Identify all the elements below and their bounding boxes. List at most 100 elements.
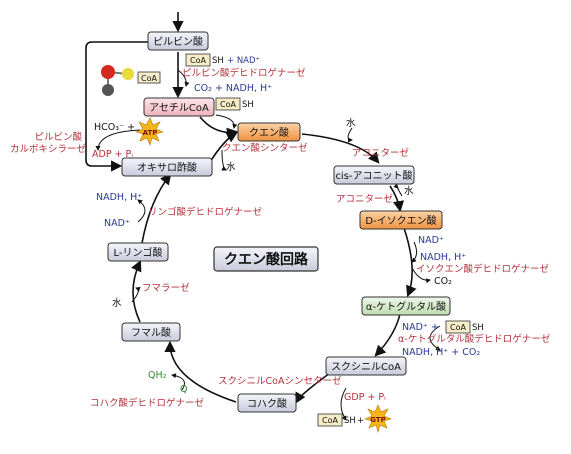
idh-nadh-text: NADH, H⁺ (420, 252, 466, 263)
box-fumarate: フマル酸 (121, 322, 181, 342)
citrate-label: クエン酸 (249, 126, 289, 139)
cycle-arrows (131, 131, 417, 404)
aconitase-water-out: 水 (346, 117, 356, 129)
box-succinyl-coa: スクシニルCoA (325, 356, 407, 376)
box-oxaloacetate: オキサロ酢酸 (121, 157, 213, 177)
box-succinate: コハク酸 (237, 393, 297, 413)
oxaloacetate-label: オキサロ酢酸 (137, 161, 197, 174)
arrow-malate-to-oxaloacetate (141, 173, 172, 244)
aconitase-label-1: アコニターゼ (352, 147, 410, 159)
pdh-cofactors: CoA SH + NAD⁺ ピルビン酸デヒドロゲナーゼ CO₂ + NADH, … (182, 53, 306, 94)
coa-release-arrow (215, 114, 238, 129)
mdh-enzyme-label: リンゴ酸デヒドロゲナーゼ (148, 206, 263, 218)
sdh-side-arrow (171, 373, 185, 391)
atp-text: ATP (143, 129, 158, 137)
carboxylase-label-1: ピルビン酸 (34, 131, 82, 143)
arrow-fumarate-to-malate (131, 259, 142, 323)
carboxylase-side-arrow (95, 129, 141, 151)
akgdh-enzyme-label: α-ケトグルタル酸デヒドロゲナーゼ (398, 333, 551, 345)
entry-arrows (85, 12, 239, 172)
cycle-title: クエン酸回路 (213, 246, 319, 272)
scs-enzyme-label: スクシニルCoAシンセターゼ (218, 375, 342, 387)
adp-pi-text: ADP + Pᵢ (92, 149, 133, 160)
scs-side-arrow (340, 387, 347, 421)
idh-enzyme-label: イソクエン酸デヒドロゲナーゼ (416, 263, 550, 275)
idh-co2-arrow (411, 267, 431, 284)
cycle-title-text: クエン酸回路 (224, 251, 309, 268)
pdh-sh-text: SH (212, 56, 224, 66)
akgdh-sh-text: SH (472, 323, 484, 333)
arrow-pyruvate-to-oxaloacetate (85, 41, 148, 172)
fumarate-label: フマル酸 (131, 326, 171, 339)
akgdh-group: NAD⁺ + CoA SH α-ケトグルタル酸デヒドロゲナーゼ NADH, H⁺… (398, 320, 551, 358)
box-akg: α-ケトグルタル酸 (361, 296, 451, 316)
pdh-products-text: CO₂ + NADH, H⁺ (194, 83, 272, 94)
scs-products: CoA SH + (317, 413, 364, 427)
citrate-synthase-water-arrow (221, 149, 227, 171)
scs-gdp-text: GDP + Pᵢ (344, 392, 386, 403)
mdh-nadh-text: NADH, H⁺ (96, 192, 142, 203)
idh-co2-text: CO₂ (434, 276, 452, 287)
pdh-nad-text: + NAD⁺ (227, 56, 260, 66)
gtp-text: GTP (370, 416, 386, 424)
pdh-enzyme-label: ピルビン酸デヒドロゲナーゼ (182, 67, 306, 79)
akg-label: α-ケトグルタル酸 (366, 300, 446, 313)
succinate-label: コハク酸 (247, 397, 287, 410)
cis-aconitate-label: cis-アコニット酸 (335, 169, 412, 182)
fumarase-label: フマラーゼ (142, 282, 190, 294)
arrow-succinate-to-fumarate (164, 340, 237, 403)
box-malate: L-リンゴ酸 (107, 242, 169, 262)
carboxylase-label-2: カルボキシラーゼ (10, 143, 87, 155)
sdh-qh2-text: QH₂ (148, 370, 167, 381)
citrate-synthase-label: クエン酸シンターゼ (222, 142, 308, 154)
mdh-side-arrow (137, 199, 146, 223)
citrate-synthase-water: 水 (226, 161, 236, 173)
pyruvate-label: ピルビン酸 (153, 35, 203, 48)
acetyl-coa-label: アセチルCoA (149, 102, 209, 114)
arrow-citrate-to-cis-aconitate (301, 133, 380, 164)
arrow-cis-aconitate-to-isocitrate (389, 185, 405, 213)
coa-tag-molecule-text: CoA (141, 74, 157, 83)
arrow-succinylcoa-to-succinate (294, 372, 331, 404)
mdh-nad-text: NAD⁺ (104, 218, 130, 229)
fumarase-water-arrow (131, 286, 141, 303)
aconitase-water-out-arrow (347, 127, 353, 143)
akgdh-coa-text: CoA (450, 323, 466, 332)
arrow-acetylcoa-to-citrate (199, 116, 239, 139)
malate-label: L-リンゴ酸 (113, 246, 162, 259)
box-citrate: クエン酸 (237, 122, 301, 142)
succinyl-coa-label: スクシニルCoA (331, 361, 401, 373)
box-pyruvate: ピルビン酸 (147, 31, 209, 51)
scs-plus-text: + (357, 416, 364, 426)
box-isocitrate: D-イソクエン酸 (359, 210, 443, 230)
pdh-coa-text: CoA (190, 56, 206, 65)
coa-molecule-icon (101, 65, 134, 96)
acetylcoa-sh-text: SH (242, 100, 254, 110)
hco3-text: HCO₃⁻ + (94, 122, 135, 133)
idh-side-arrow (411, 241, 418, 263)
pdh-side-arrow (177, 69, 190, 87)
arrow-akg-to-succinylcoa (374, 313, 401, 357)
acetylcoa-coa-sh: CoA SH (215, 97, 254, 111)
atp-star-icon: ATP (135, 117, 164, 146)
fumarase-water-text: 水 (112, 297, 122, 309)
sdh-q-text: Q (180, 384, 187, 395)
idh-nad-text: NAD⁺ (418, 235, 444, 246)
side-arrows (95, 69, 441, 421)
acetylcoa-coa-text: CoA (220, 100, 236, 109)
pyruvate-carboxylase-group: ピルビン酸 カルボキシラーゼ HCO₃⁻ + ADP + Pᵢ (10, 122, 135, 160)
scs-coa-text: CoA (322, 416, 338, 425)
akgdh-nad-text: NAD⁺ + (402, 322, 439, 333)
akgdh-products-text: NADH, H⁺ + CO₂ (402, 347, 480, 358)
aconitase-label-2: アコニターゼ (336, 193, 394, 205)
akgdh-side-arrow (429, 325, 441, 351)
aconitase-water-in: 水 (404, 185, 414, 197)
isocitrate-label: D-イソクエン酸 (365, 214, 436, 227)
scs-sh-text: SH (344, 416, 356, 426)
sdh-enzyme-label: コハク酸デヒドロゲナーゼ (90, 397, 205, 409)
aconitase-water-in-arrow (393, 183, 403, 197)
box-acetyl-coa: アセチルCoA (143, 97, 215, 117)
arrow-isocitrate-to-akg (403, 227, 417, 298)
box-cis-aconitate: cis-アコニット酸 (333, 165, 415, 185)
